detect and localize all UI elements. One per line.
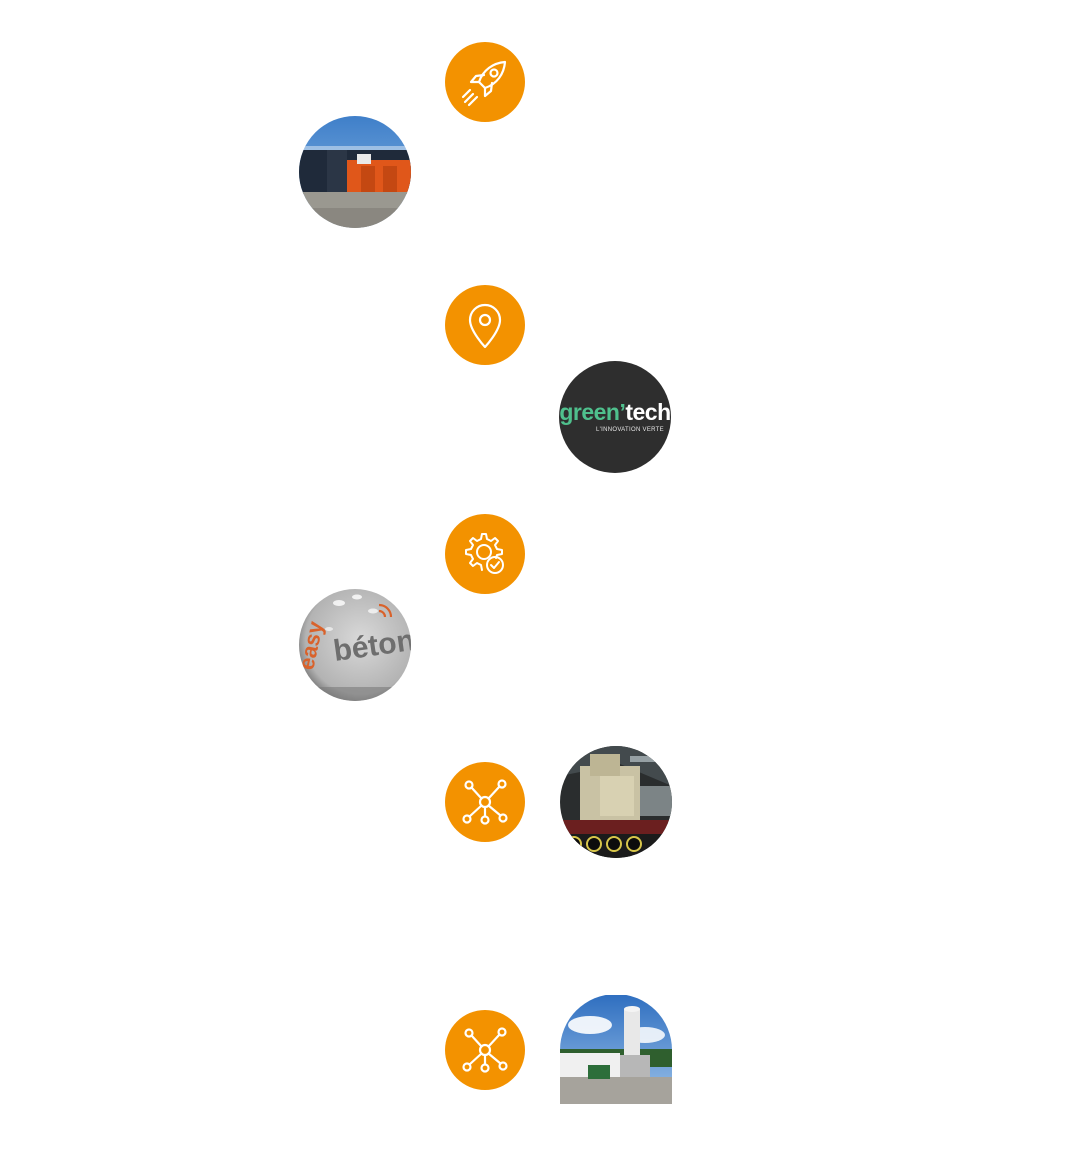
orange-building-photo [299, 116, 411, 228]
map-pin-icon [468, 303, 502, 349]
greentech-wordmark: green’tech [559, 399, 671, 425]
network-icon [462, 1027, 508, 1073]
easy-beton-sign-photo: easy béton [299, 589, 411, 701]
gear-check-icon-badge [445, 514, 525, 594]
rocket-icon [461, 60, 507, 107]
greentech-tagline: L'INNOVATION VERTE [596, 427, 664, 433]
gear-check-icon [465, 533, 504, 574]
rocket-icon-badge [445, 42, 525, 122]
concrete-plant-photo [560, 994, 672, 1104]
beton-word: béton [331, 624, 411, 668]
network-icon-badge-2 [445, 1010, 525, 1090]
map-pin-icon-badge [445, 285, 525, 365]
mixer-truck-photo [560, 746, 672, 858]
network-icon-badge [445, 762, 525, 842]
network-icon [462, 779, 508, 825]
easy-word: easy [299, 618, 328, 672]
greentech-logo: green’tech L'INNOVATION VERTE [559, 361, 671, 473]
